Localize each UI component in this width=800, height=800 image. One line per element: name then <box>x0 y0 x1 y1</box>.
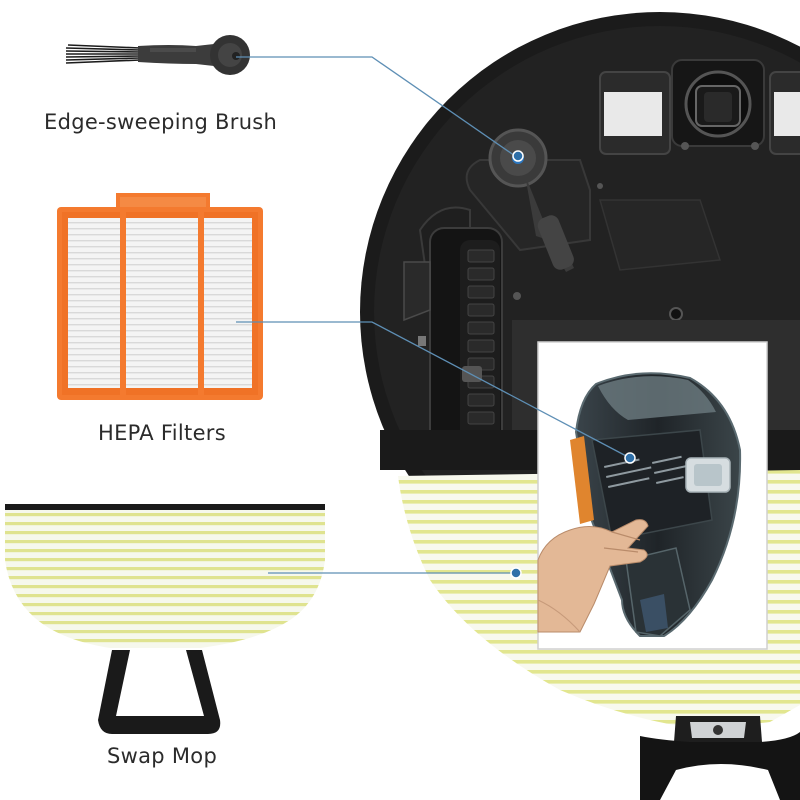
mop-pad-icon <box>5 504 325 734</box>
water-tank-photo <box>537 341 768 650</box>
callout-dot-tank <box>624 452 636 464</box>
side-brush-icon <box>65 35 250 75</box>
callout-dot-mop <box>510 567 522 579</box>
callout-dot-brush <box>512 150 524 162</box>
edge-brush-label: Edge-sweeping Brush <box>44 110 278 134</box>
hepa-filter-icon <box>57 193 263 400</box>
callout-dots <box>510 150 636 579</box>
swap-mop-label: Swap Mop <box>107 744 218 768</box>
callout-lines <box>236 56 631 574</box>
hepa-filter-label: HEPA Filters <box>98 421 226 445</box>
hand-icon <box>537 519 649 633</box>
